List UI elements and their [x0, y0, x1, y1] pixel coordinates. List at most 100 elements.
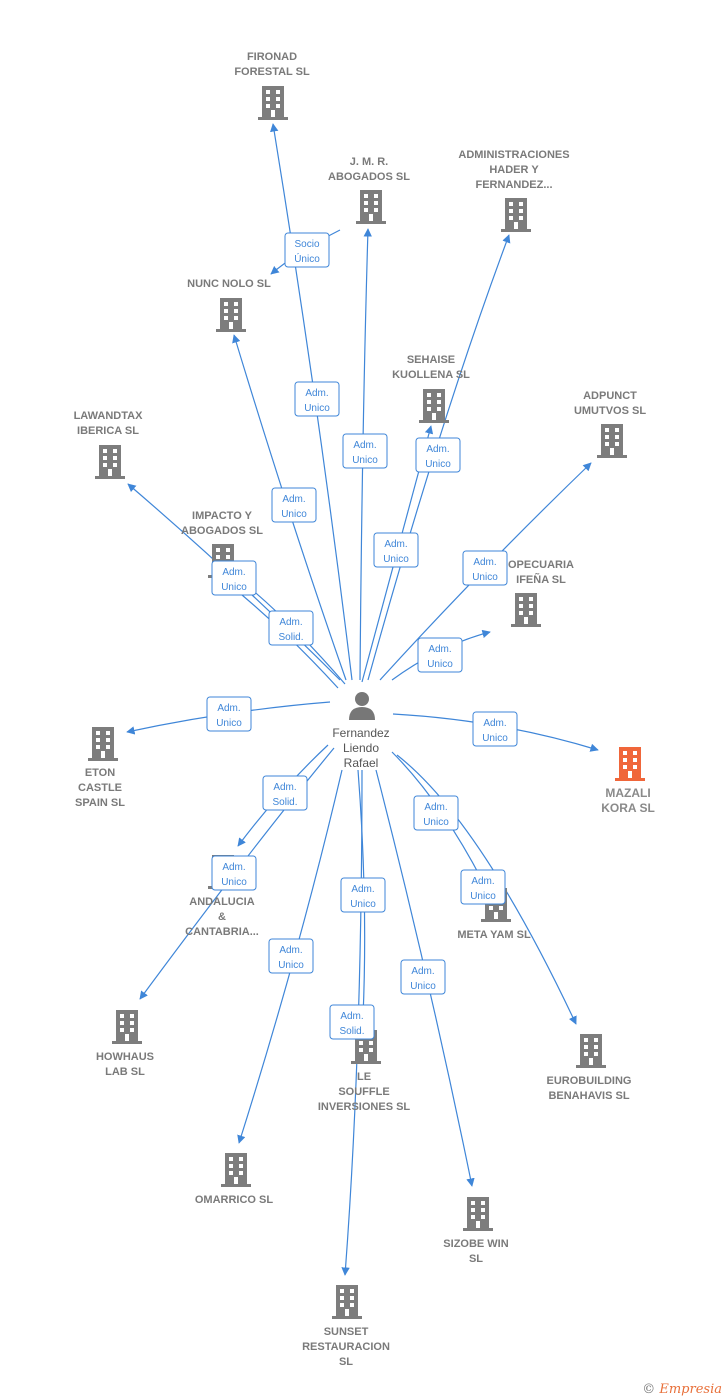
relation-box — [400, 959, 446, 995]
relation-box — [415, 437, 461, 473]
company-node-omarrico[interactable]: OMARRICO SL — [195, 1153, 274, 1206]
company-node-sizobe[interactable]: SIZOBE WIN SL — [443, 1197, 509, 1265]
company-label-line: CASTLE — [78, 782, 122, 794]
relation-box — [462, 550, 508, 586]
relation-box — [472, 711, 518, 747]
building-icon — [95, 445, 125, 479]
company-label-line: MAZALI — [605, 786, 650, 800]
relation-label-r-nunc[interactable]: Adm.Unico — [271, 487, 317, 523]
relation-text-line: Unico — [472, 572, 498, 583]
building-icon — [258, 86, 288, 120]
relation-box — [211, 560, 257, 596]
company-label-line: SIZOBE WIN — [443, 1238, 508, 1250]
company-label-line: FIRONAD — [247, 51, 297, 63]
company-node-eurobuilding[interactable]: EUROBUILDING BENAHAVIS SL — [547, 1034, 632, 1102]
relation-text-line: Unico — [425, 459, 451, 470]
company-node-meta-yam[interactable]: META YAM SL — [457, 888, 531, 941]
building-icon — [216, 298, 246, 332]
company-label-line: KUOLLENA SL — [392, 369, 470, 381]
relation-box — [262, 775, 308, 811]
relation-label-r-jmr[interactable]: Adm.Unico — [342, 433, 388, 469]
relation-text-line: Unico — [482, 733, 508, 744]
relation-label-r-admin[interactable]: Adm.Unico — [373, 532, 419, 568]
person-label-line: Liendo — [343, 741, 379, 755]
company-node-fironad[interactable]: FIRONAD FORESTAL SL — [234, 51, 310, 120]
relation-text-line: Solid. — [339, 1026, 364, 1037]
relation-box — [342, 433, 388, 469]
company-node-agropecuaria[interactable]: OPECUARIA IFEÑA SL — [508, 559, 574, 627]
relation-label-r-impacto[interactable]: Adm.Solid. — [268, 610, 314, 646]
relation-text-line: Adm. — [222, 862, 245, 873]
relation-label-r-agro[interactable]: Adm.Unico — [417, 637, 463, 673]
relation-text-line: Solid. — [278, 632, 303, 643]
relation-label-r-sehaise[interactable]: Adm.Unico — [415, 437, 461, 473]
relation-label-r-adpunct[interactable]: Adm. Unico — [462, 550, 508, 586]
relation-label-r-sunset[interactable]: Adm. Solid. — [329, 1004, 375, 1040]
company-node-nunc-nolo[interactable]: NUNC NOLO SL — [187, 278, 271, 332]
building-icon — [419, 389, 449, 423]
company-label-line: LAWANDTAX — [74, 410, 144, 422]
relation-label-r-meta2[interactable]: Adm.Unico — [460, 869, 506, 905]
company-label-line: SEHAISE — [407, 354, 455, 366]
company-label-line: FORESTAL SL — [234, 66, 310, 78]
relation-box — [268, 610, 314, 646]
company-label-line: OMARRICO SL — [195, 1194, 274, 1206]
relation-label-r-eton[interactable]: Adm.Unico — [206, 696, 252, 732]
company-label-line: SL — [339, 1356, 353, 1368]
relation-text-line: Adm. — [473, 557, 496, 568]
company-node-sehaise[interactable]: SEHAISE KUOLLENA SL — [392, 354, 470, 423]
relation-label-r-meta1[interactable]: Adm.Unico — [413, 795, 459, 831]
company-label-line: EUROBUILDING — [547, 1075, 632, 1087]
company-label-line: J. M. R. — [350, 156, 389, 168]
company-label-line: RESTAURACION — [302, 1341, 390, 1353]
relation-text-line: Solid. — [272, 797, 297, 808]
relation-text-line: Unico — [221, 582, 247, 593]
relation-box — [211, 855, 257, 891]
company-label-line: SL — [469, 1253, 483, 1265]
person-icon — [355, 692, 369, 706]
relation-text-line: Unico — [350, 899, 376, 910]
relation-box — [413, 795, 459, 831]
company-label-line: & — [218, 911, 226, 923]
relation-text-line: Socio — [294, 239, 319, 250]
relation-text-line: Adm. — [340, 1011, 363, 1022]
relation-box — [460, 869, 506, 905]
relation-label-r-sizobe[interactable]: Adm.Unico — [400, 959, 446, 995]
relation-label-r-lawandtax[interactable]: Adm.Unico — [211, 560, 257, 596]
company-label-line: IFEÑA SL — [516, 573, 566, 586]
relation-text-line: Adm. — [424, 802, 447, 813]
relation-label-r-fironad[interactable]: Adm.Unico — [294, 381, 340, 417]
person-label-line: Fernandez — [332, 726, 389, 740]
relation-text-line: Adm. — [279, 945, 302, 956]
company-node-sunset[interactable]: SUNSET RESTAURACION SL — [302, 1285, 390, 1368]
relation-label-r-souffle[interactable]: Adm.Unico — [340, 877, 386, 913]
relation-text-line: Unico — [304, 403, 330, 414]
company-node-jmr[interactable]: J. M. R.ABOGADOS SL — [328, 156, 410, 224]
relation-label-r-andalucia-solid[interactable]: Adm.Solid. — [262, 775, 308, 811]
company-node-andalucia[interactable]: ANDALUCIA&CANTABRIA... — [185, 855, 259, 938]
relation-label-r-andalucia[interactable]: Adm.Unico — [211, 855, 257, 891]
relation-text-line: Adm. — [411, 966, 434, 977]
company-label-line: META YAM SL — [457, 929, 531, 941]
relation-label-r-omarrico[interactable]: Adm.Unico — [268, 938, 314, 974]
company-label-line: ADPUNCT — [583, 390, 637, 402]
relation-text-line: Unico — [427, 659, 453, 670]
footer-brand[interactable]: © Empresia — [642, 1382, 722, 1397]
company-label-line: BENAHAVIS SL — [548, 1090, 629, 1102]
nodes-layer: FIRONAD FORESTAL SL J. M. R.ABOGADOS SL ADM… — [74, 51, 655, 1368]
relation-text-line: Adm. — [353, 440, 376, 451]
relation-label-r-mazali[interactable]: Adm.Unico — [472, 711, 518, 747]
company-label-line: OPECUARIA — [508, 559, 574, 571]
company-label-line: SUNSET — [324, 1326, 369, 1338]
